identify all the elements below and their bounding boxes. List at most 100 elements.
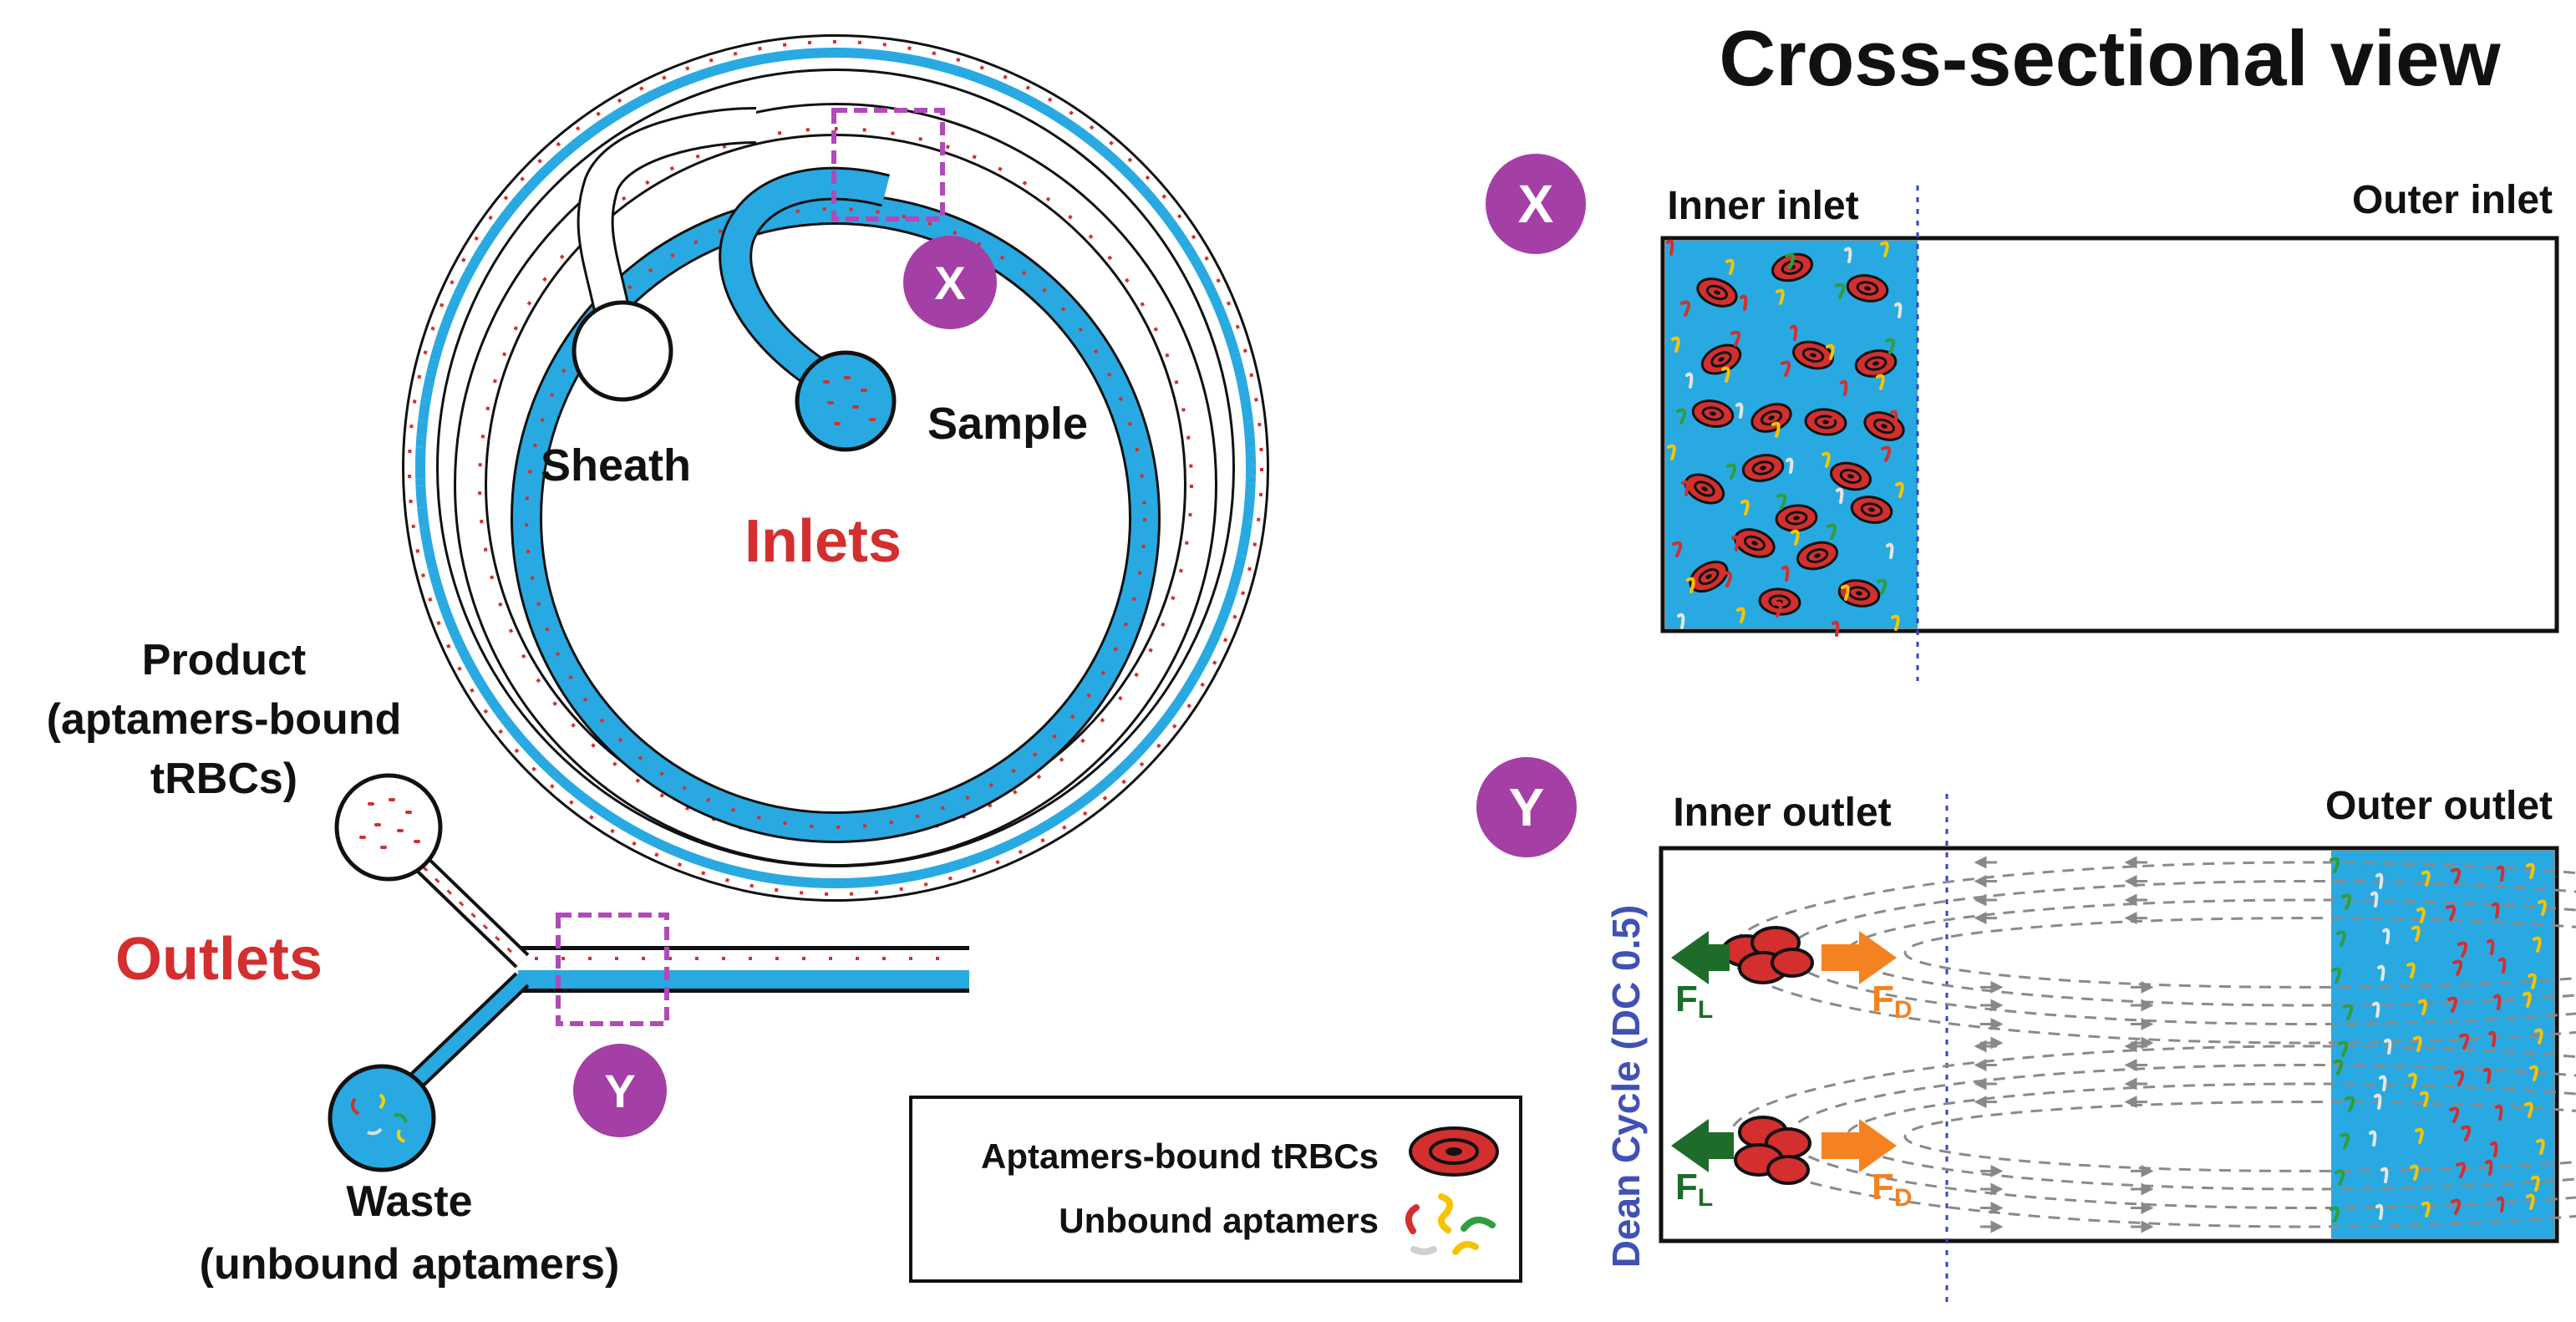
outer-channel-cells	[408, 40, 1263, 896]
dean-loop	[1845, 898, 2576, 1007]
aptamer-strand	[2343, 1004, 2354, 1020]
rbc-cell	[1846, 274, 1889, 303]
lift-force-label-top: FL	[1675, 979, 1713, 1024]
rbc-cell-icon	[1409, 1126, 1499, 1177]
aptamer-strand	[1832, 620, 1840, 637]
aptamer-strand	[2416, 907, 2426, 923]
aptamer-strand	[1776, 493, 1787, 510]
aptamer-strand	[2534, 1028, 2543, 1045]
aptamer-strand	[1776, 288, 1785, 305]
aptamer-strand	[1827, 523, 1837, 540]
aptamer-strand	[1736, 607, 1745, 623]
aptamer-strand	[2375, 872, 2384, 889]
aptamer-strand	[1844, 247, 1852, 263]
aptamer-strand	[2413, 1035, 2422, 1052]
svg-text:tRBCs): tRBCs)	[150, 755, 297, 803]
aptamer-strand	[1740, 294, 1748, 311]
aptamer-strand	[2331, 967, 2342, 984]
aptamer-strand	[2330, 1206, 2340, 1223]
aptamer-strand	[2377, 964, 2385, 981]
aptamer-strand	[2452, 959, 2463, 976]
aptamer-strand	[2335, 1169, 2345, 1186]
aptamer-strand	[1881, 445, 1892, 462]
aptamer-strand	[1681, 480, 1689, 496]
aptamer-strand	[2459, 1033, 2470, 1050]
aptamer-strand	[2451, 1198, 2462, 1215]
outer-spiral-channel	[402, 34, 1269, 902]
aptamer-strand	[1791, 529, 1800, 546]
lift-force-arrow-bottom	[1671, 1119, 1734, 1172]
svg-text:X: X	[1518, 174, 1554, 234]
sample-label: Sample	[927, 399, 1088, 449]
aptamer-strand	[2372, 1001, 2380, 1018]
svg-text:Product: Product	[142, 636, 306, 684]
rbc-cell	[1850, 496, 1893, 524]
aptamer-strand	[2341, 893, 2352, 910]
aptamer-strand	[1721, 366, 1730, 383]
aptamer-strand	[1722, 571, 1733, 587]
aptamer-strand	[1835, 282, 1846, 299]
aptamer-strand	[1740, 499, 1750, 516]
drag-force-label-bottom: FD	[1872, 1167, 1913, 1212]
rbc-cell	[1863, 411, 1905, 441]
zoom-box-x	[831, 108, 945, 221]
aptamer-strand	[2406, 962, 2416, 979]
drag-force-arrow-bottom	[1821, 1119, 1897, 1172]
aptamer-strand	[2449, 1106, 2460, 1123]
aptamer-strand	[2483, 1067, 2492, 1084]
aptamer-strand	[2446, 904, 2457, 921]
lift-force-arrow-top	[1671, 931, 1730, 984]
outer-outlet-label: Outer outlet	[2325, 784, 2553, 828]
cells-x	[1684, 252, 1905, 616]
aptamer-strand	[2538, 899, 2547, 916]
aptamer-strand	[2375, 1203, 2384, 1220]
aptamer-strand	[2524, 1101, 2533, 1118]
svg-text:(aptamers-bound: (aptamers-bound	[47, 695, 402, 744]
aptamer-strand	[2382, 928, 2391, 944]
rbc-cell	[1796, 541, 1839, 571]
waste-reservoir	[328, 1064, 436, 1172]
svg-text:Y: Y	[604, 1065, 635, 1117]
aptamer-strand	[2536, 1138, 2545, 1155]
zoom-box-y	[556, 913, 669, 1026]
aptamer-strand	[1885, 338, 1896, 354]
aptamer-strand	[2374, 1093, 2382, 1110]
aptamer-strand	[2411, 925, 2421, 942]
inner-channel-cells	[525, 207, 1146, 829]
rbc-cell	[1791, 340, 1835, 370]
aptamers-y	[2330, 857, 2547, 1223]
microfluidic-chip: X Y Sheath Sample Inlets Outlets Product…	[47, 34, 1269, 1289]
aptamer-strand	[1826, 343, 1835, 360]
aptamer-strand	[2420, 1091, 2429, 1107]
aptamer-strand	[2340, 1132, 2350, 1149]
aptamer-strand	[1790, 324, 1798, 341]
aptamer-strand	[1840, 379, 1848, 396]
inlets-label: Inlets	[744, 508, 902, 575]
aptamer-strand	[2418, 999, 2427, 1015]
page-title: Cross-sectional view	[1719, 14, 2501, 102]
cross-section-y: Y Inner outlet Outer outlet Dean Cycle (…	[1476, 757, 2576, 1304]
aptamer-strand	[1730, 330, 1741, 347]
aptamer-strand	[2370, 891, 2379, 908]
aptamer-strand	[1725, 258, 1735, 275]
aptamer-strand	[2492, 902, 2500, 918]
sample-inlet-channel	[719, 166, 890, 395]
aptamer-strand	[1726, 463, 1737, 480]
rbc-cell	[1700, 343, 1742, 375]
aptamer-strands-icon	[1405, 1193, 1496, 1255]
rbc-cell	[1684, 473, 1725, 505]
aptamer-strand	[2526, 1193, 2535, 1210]
svg-text:Y: Y	[1509, 777, 1545, 837]
inner-spiral-channel	[511, 193, 1161, 843]
aptamer-strand	[2379, 1075, 2387, 1091]
aptamer-strand	[2338, 1040, 2349, 1057]
inner-inlet-label: Inner inlet	[1667, 184, 1858, 228]
aptamer-strand	[1891, 614, 1900, 631]
aptamer-strand	[1841, 584, 1850, 601]
aptamer-strand	[2485, 1159, 2493, 1176]
aptamer-strand	[2380, 1167, 2389, 1183]
aptamer-strand	[2384, 1038, 2392, 1055]
aptamer-strand	[2408, 1072, 2417, 1089]
aptamer-strand	[1880, 241, 1889, 257]
aptamer-strand	[1667, 444, 1676, 460]
